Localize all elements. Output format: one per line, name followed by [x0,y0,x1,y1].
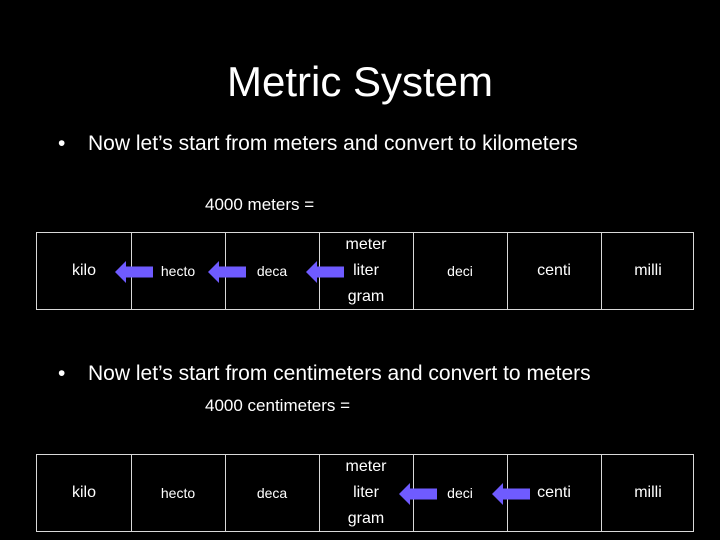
prefix-base: meter liter gram [319,233,413,309]
prefix-centi: centi [537,262,571,279]
divider [131,455,132,531]
prefix-kilo: kilo [71,262,96,279]
prefix-chart-2: kilo hecto deca meter liter gram deci ce… [36,454,694,532]
prefix-centi: centi [537,484,571,501]
base-liter: liter [353,262,379,279]
prefix-deci: deci [447,485,473,501]
base-meter: meter [345,458,387,475]
bullet-glyph: • [58,362,66,385]
prefix-hecto: hecto [160,263,196,279]
arrow-left-icon [208,261,246,283]
arrow-left-icon [115,261,153,283]
base-meter: meter [345,236,387,253]
prefix-deci: deci [447,263,473,279]
divider [507,233,508,309]
arrow-left-icon [306,261,344,283]
prefix-base: meter liter gram [319,455,413,531]
base-gram: gram [347,510,385,527]
prefix-deca: deca [256,263,288,279]
prefix-chart-1: kilo hecto deca meter liter gram deci ce… [36,232,694,310]
divider [601,455,602,531]
divider [225,455,226,531]
divider [413,233,414,309]
arrow-left-icon [399,483,437,505]
base-liter: liter [353,484,379,501]
divider [319,455,320,531]
bullet-2-text: Now let’s start from centimeters and con… [88,362,591,385]
prefix-hecto: hecto [160,485,196,501]
equation-2: 4000 centimeters = [205,396,351,415]
divider [601,233,602,309]
prefix-milli: milli [634,484,662,501]
bullet-glyph: • [58,132,66,155]
bullet-2: • Now let’s start from centimeters and co… [58,361,591,387]
prefix-milli: milli [634,262,662,279]
base-gram: gram [347,288,385,305]
prefix-kilo: kilo [71,484,96,501]
bullet-1: • Now let’s start from meters and convert… [58,131,578,157]
equation-1: 4000 meters = [205,195,315,214]
prefix-deca: deca [256,485,288,501]
bullet-1-text: Now let’s start from meters and convert … [88,132,578,155]
arrow-left-icon [492,483,530,505]
slide-title: Metric System [226,58,494,105]
